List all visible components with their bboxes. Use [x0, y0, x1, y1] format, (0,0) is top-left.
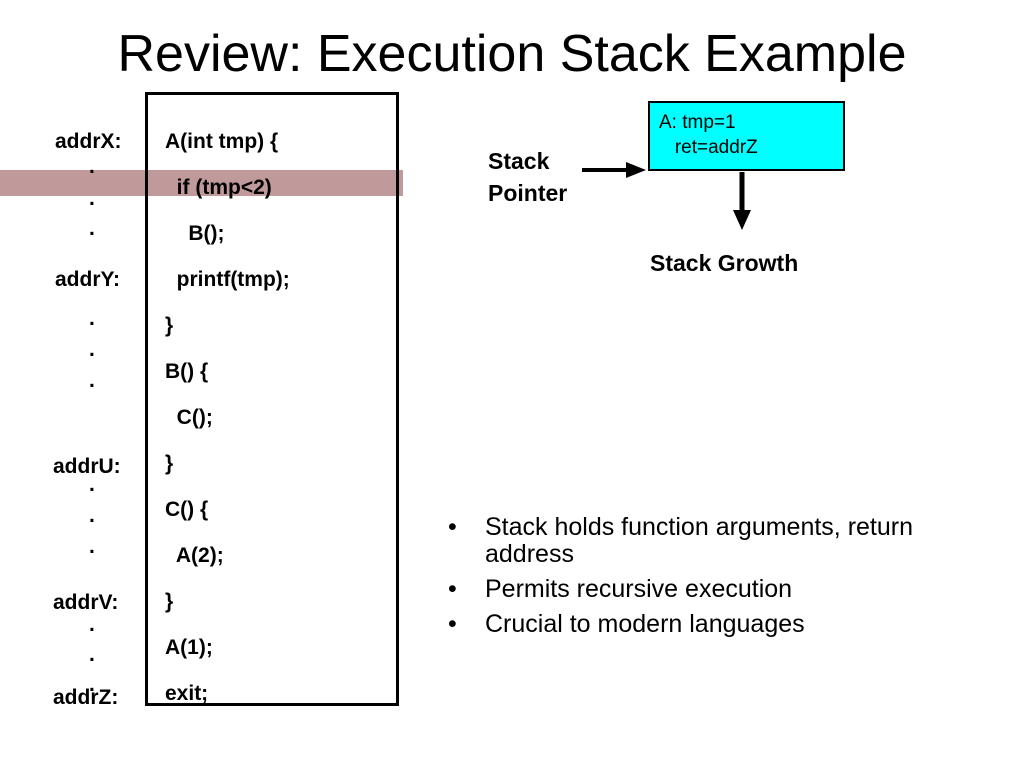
code-line: }	[165, 590, 174, 613]
ellipsis-dot: .	[89, 504, 95, 527]
code-line: if (tmp<2)	[165, 176, 272, 199]
bullet-text: Crucial to modern languages	[485, 610, 805, 638]
code-line: printf(tmp);	[165, 268, 290, 291]
code-line: A(int tmp) {	[165, 130, 279, 153]
down-arrow-icon	[733, 172, 751, 230]
ellipsis-dot: .	[89, 155, 95, 178]
address-label-addru: addrU:	[53, 455, 121, 478]
bullet-text: Stack holds function arguments, return a…	[485, 513, 914, 568]
ellipsis-dot: .	[89, 613, 95, 636]
stack-pointer-label-line1: Stack	[488, 148, 550, 174]
bullet-marker: •	[448, 610, 457, 638]
bullet-text: Permits recursive execution	[485, 575, 793, 603]
bullet-item: • Permits recursive execution	[448, 576, 988, 603]
stack-pointer-label: Stack Pointer	[488, 145, 567, 209]
address-label-addrz: addrZ:	[53, 686, 119, 709]
code-line: }	[165, 314, 174, 337]
ellipsis-dot: .	[89, 369, 95, 392]
address-label-addrx: addrX:	[55, 130, 122, 153]
ellipsis-dot: .	[89, 673, 95, 696]
code-listing-box	[145, 92, 399, 706]
current-line-highlight	[0, 170, 403, 196]
code-line: B() {	[165, 360, 209, 383]
bullet-marker: •	[448, 575, 457, 603]
right-arrow-icon	[582, 162, 646, 178]
address-label-addrv: addrV:	[53, 591, 119, 614]
stack-frame-line: ret=addrZ	[659, 137, 758, 158]
stack-frame-a: A: tmp=1 ret=addrZ	[648, 101, 845, 171]
slide-title: Review: Execution Stack Example	[117, 25, 907, 83]
ellipsis-dot: .	[89, 187, 95, 210]
ellipsis-dot: .	[89, 307, 95, 330]
address-label-addry: addrY:	[55, 268, 120, 291]
ellipsis-dot: .	[89, 643, 95, 666]
bullet-item: • Stack holds function arguments, return…	[448, 514, 988, 568]
ellipsis-dot: .	[89, 338, 95, 361]
code-line: C() {	[165, 498, 209, 521]
bullet-list: • Stack holds function arguments, return…	[448, 514, 988, 646]
ellipsis-dot: .	[89, 535, 95, 558]
code-line: A(2);	[165, 544, 224, 567]
stack-growth-label: Stack Growth	[650, 250, 799, 276]
code-line: A(1);	[165, 636, 213, 659]
stack-frame-line: A: tmp=1	[659, 112, 736, 133]
code-line: }	[165, 452, 174, 475]
bullet-marker: •	[448, 513, 457, 541]
ellipsis-dot: .	[89, 473, 95, 496]
code-line: exit;	[165, 682, 209, 705]
code-line: B();	[165, 222, 225, 245]
ellipsis-dot: .	[89, 217, 95, 240]
code-line: C();	[165, 406, 213, 429]
bullet-item: • Crucial to modern languages	[448, 611, 988, 638]
stack-pointer-label-line2: Pointer	[488, 180, 568, 206]
